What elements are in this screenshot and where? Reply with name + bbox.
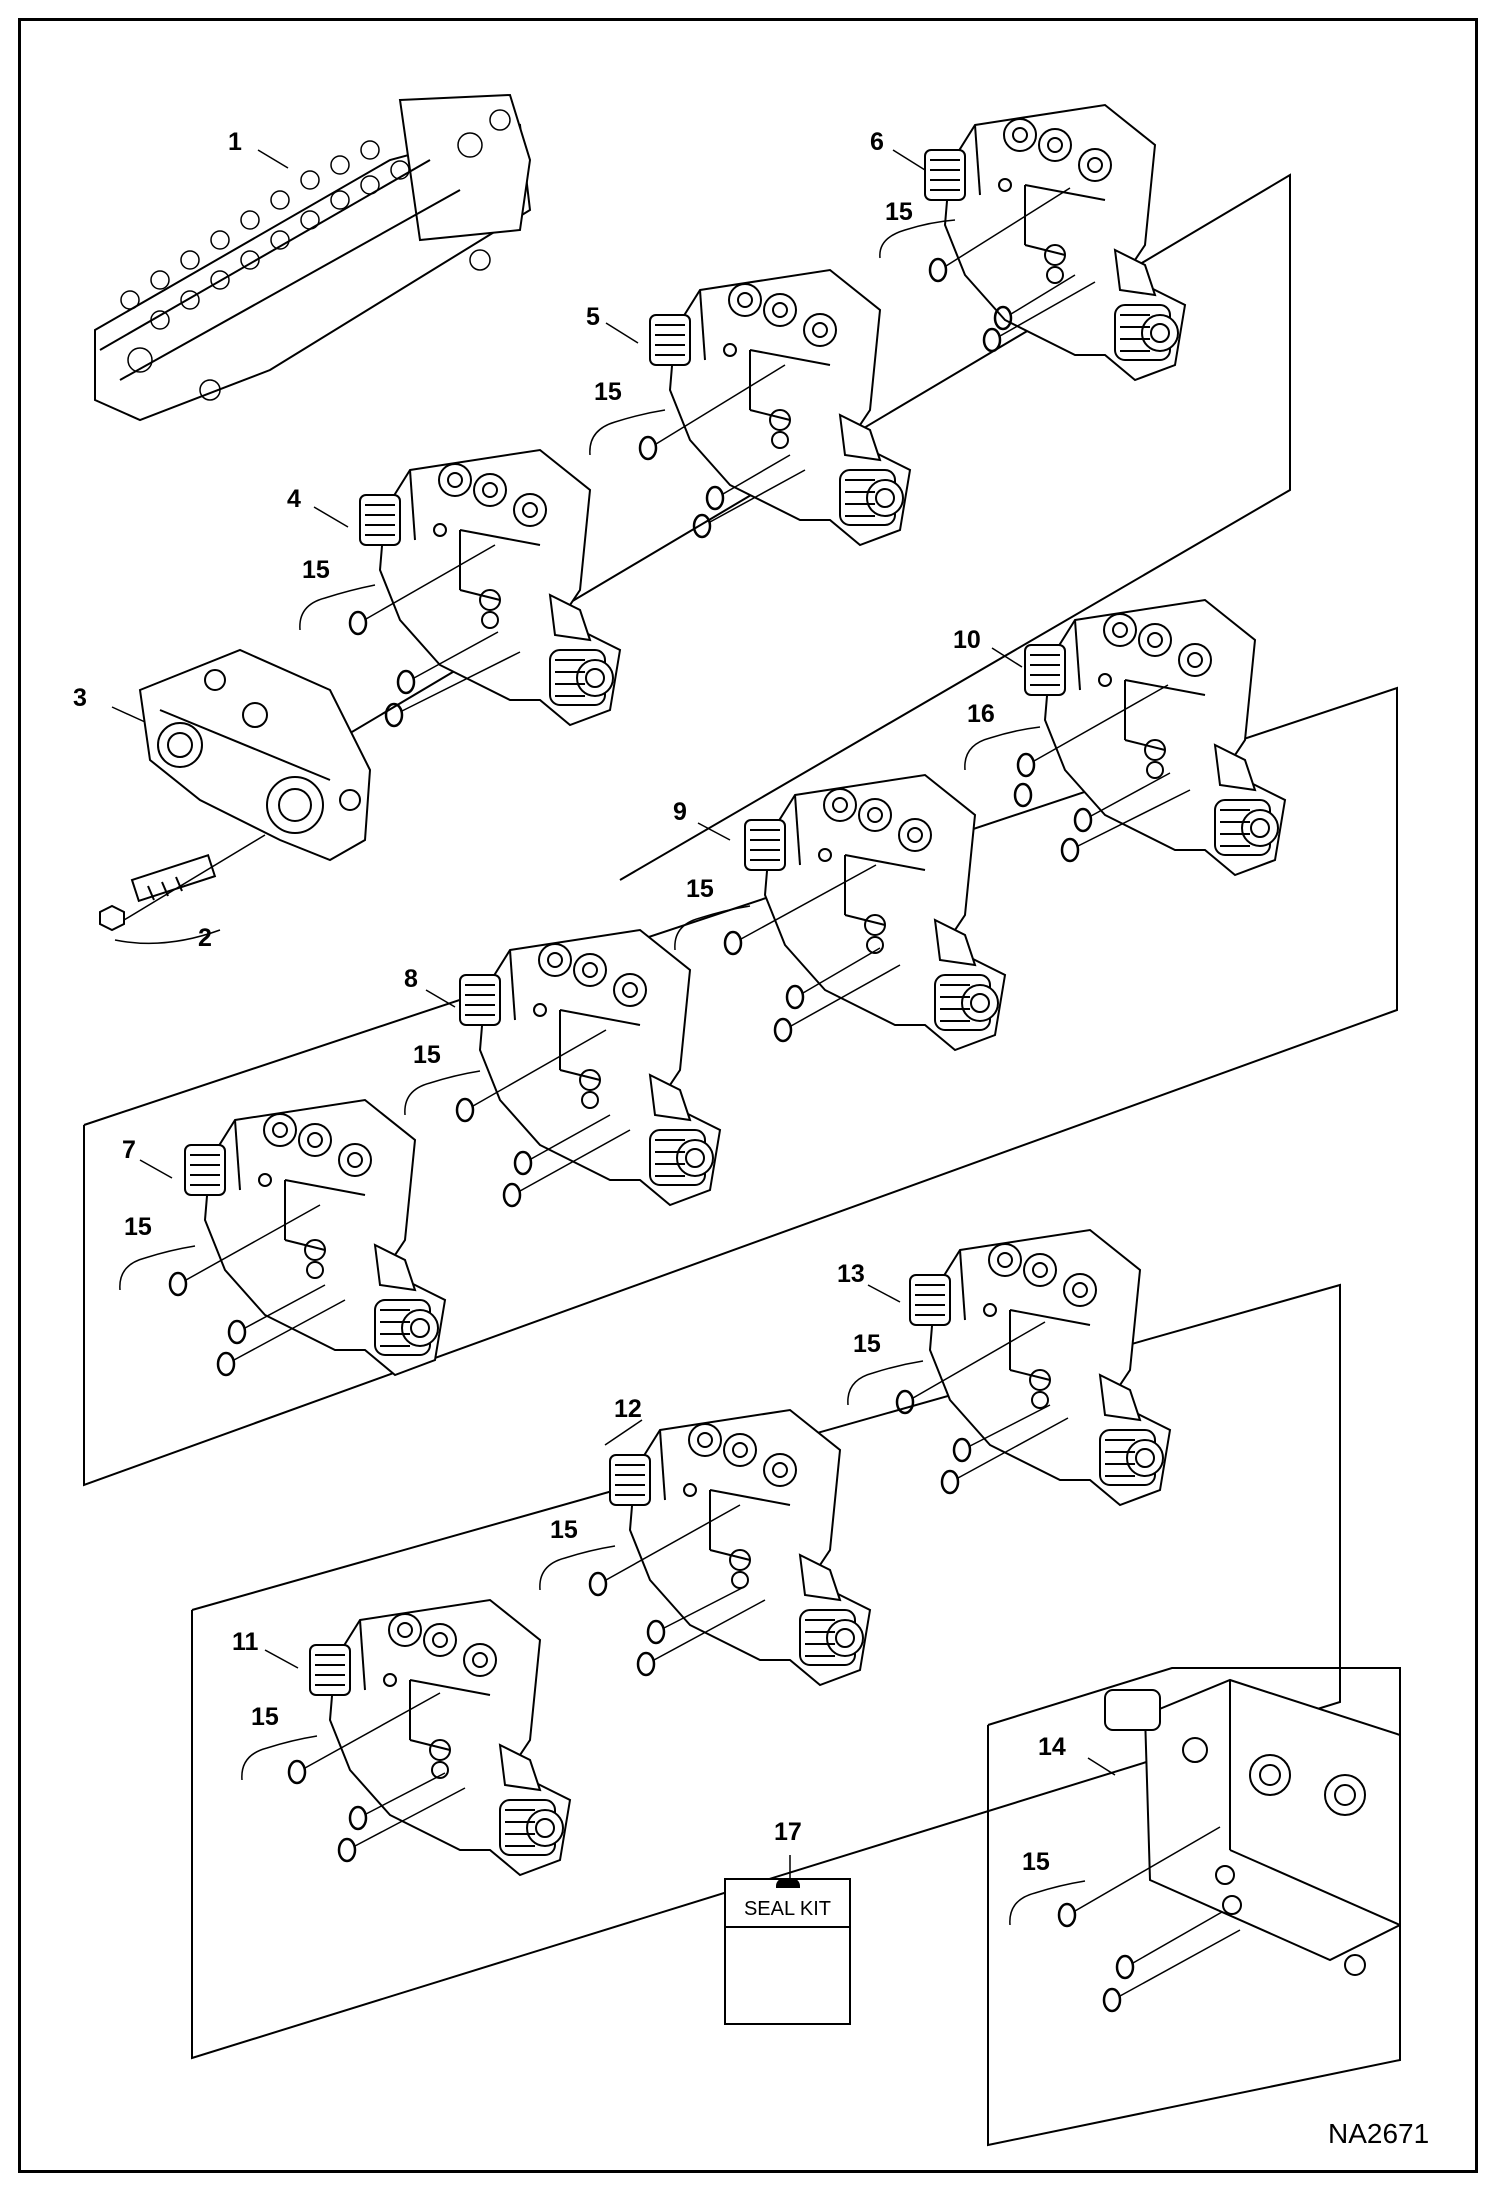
leader-2 bbox=[123, 834, 266, 921]
relief-parts-2 bbox=[99, 854, 217, 932]
callout-1: 1 bbox=[228, 128, 242, 156]
inlet-section-3 bbox=[138, 648, 372, 862]
callout-12: 12 bbox=[614, 1395, 642, 1423]
valve-section-10 bbox=[1024, 599, 1286, 876]
valve-section-7 bbox=[184, 1099, 446, 1376]
page-border bbox=[18, 18, 1478, 2173]
o-rings bbox=[168, 257, 1135, 2013]
callout-6: 6 bbox=[870, 128, 884, 156]
callout-14: 14 bbox=[1038, 1733, 1066, 1761]
hang-tab bbox=[776, 1878, 800, 1888]
callout-3: 3 bbox=[73, 684, 87, 712]
callout-15: 15 bbox=[550, 1516, 578, 1544]
callout-15: 15 bbox=[302, 556, 330, 584]
callout-8: 8 bbox=[404, 965, 418, 993]
callout-leaders bbox=[111, 149, 1116, 1878]
figure-id: NA2671 bbox=[1328, 2118, 1430, 2149]
seal-braces bbox=[119, 219, 1086, 1926]
callout-5: 5 bbox=[586, 303, 600, 331]
callout-2: 2 bbox=[198, 924, 212, 952]
valve-section-13 bbox=[909, 1229, 1171, 1506]
valve-section-6 bbox=[924, 104, 1186, 381]
callout-11: 11 bbox=[232, 1628, 259, 1656]
ring-connectors bbox=[185, 187, 1241, 1997]
callout-15: 15 bbox=[885, 198, 913, 226]
seal-kit-label: SEAL KIT bbox=[726, 1892, 849, 1928]
valve-section-9 bbox=[744, 774, 1006, 1051]
callout-15: 15 bbox=[124, 1213, 152, 1241]
callout-13: 13 bbox=[837, 1260, 865, 1288]
callout-17: 17 bbox=[774, 1818, 802, 1846]
brace-2 bbox=[114, 929, 221, 945]
callout-15: 15 bbox=[594, 378, 622, 406]
callout-15: 15 bbox=[853, 1330, 881, 1358]
end-cap-14 bbox=[1104, 1678, 1401, 1976]
callout-7: 7 bbox=[122, 1136, 136, 1164]
seal-kit-card: SEAL KIT bbox=[724, 1878, 851, 2025]
valve-assembly-1 bbox=[94, 93, 532, 422]
callout-15: 15 bbox=[686, 875, 714, 903]
valve-section-5 bbox=[649, 269, 911, 546]
callout-15: 15 bbox=[413, 1041, 441, 1069]
callout-15: 15 bbox=[251, 1703, 279, 1731]
callout-15: 15 bbox=[1022, 1848, 1050, 1876]
callout-16: 16 bbox=[967, 700, 995, 728]
callout-10: 10 bbox=[953, 626, 981, 654]
callout-4: 4 bbox=[287, 485, 301, 513]
callout-9: 9 bbox=[673, 798, 687, 826]
valve-section-12 bbox=[609, 1409, 871, 1686]
valve-section-8 bbox=[459, 929, 721, 1206]
valve-section-11 bbox=[309, 1599, 571, 1876]
